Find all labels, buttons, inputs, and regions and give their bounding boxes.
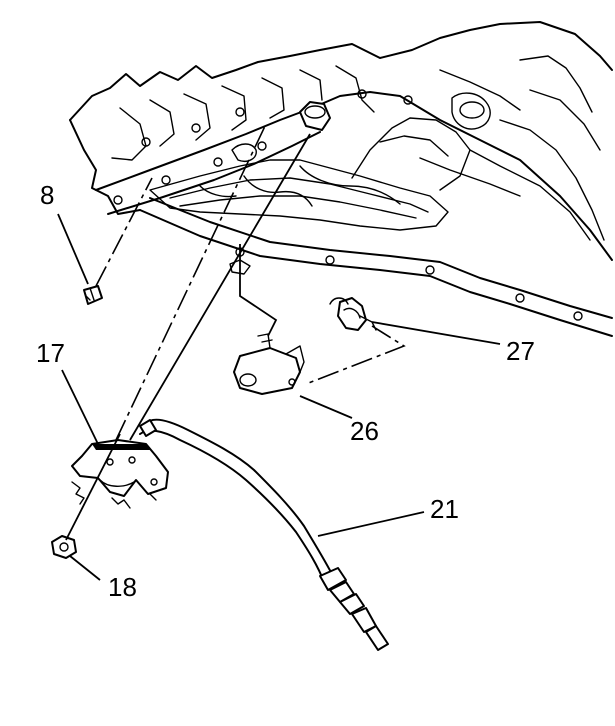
callout-26: 26 bbox=[350, 416, 379, 446]
nut-part-18 bbox=[51, 535, 77, 559]
bracket-part-26 bbox=[233, 333, 305, 395]
centerline-bracket-to-case bbox=[115, 123, 267, 441]
centerline-part-27 bbox=[305, 325, 406, 385]
plug-part-8 bbox=[83, 285, 103, 305]
clip-part-27 bbox=[329, 297, 377, 331]
callout-27: 27 bbox=[506, 336, 535, 366]
centerline-part-8 bbox=[95, 177, 153, 287]
centerline-part-26 bbox=[239, 244, 278, 337]
callout-18: 18 bbox=[108, 572, 137, 602]
leader-part-21 bbox=[317, 511, 425, 537]
callout-17: 17 bbox=[36, 338, 65, 368]
transmission-case-casting bbox=[69, 21, 613, 337]
centerline-tube-to-case bbox=[129, 133, 311, 441]
leader-part-17 bbox=[61, 369, 99, 445]
bracket-part-17 bbox=[71, 439, 169, 509]
callout-21: 21 bbox=[430, 494, 459, 524]
callout-8: 8 bbox=[40, 180, 54, 210]
leader-part-18 bbox=[69, 555, 101, 581]
fill-tube-part-21 bbox=[139, 418, 389, 651]
leader-part-27 bbox=[371, 321, 501, 345]
leader-part-26 bbox=[299, 395, 353, 419]
leader-part-8 bbox=[57, 213, 89, 285]
centerline-part-18 bbox=[65, 433, 121, 541]
